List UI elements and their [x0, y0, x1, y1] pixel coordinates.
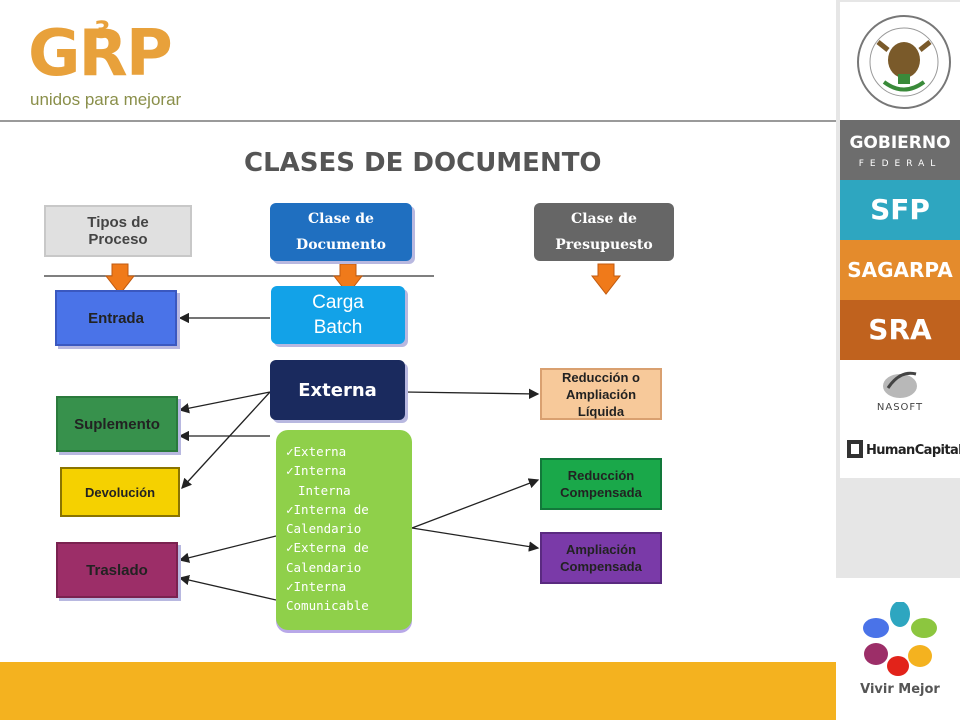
sagarpa-band: SAGARPA [840, 240, 960, 300]
check-icon: ✓ [286, 463, 294, 479]
connector-list-ampliacion-compensada [411, 527, 540, 552]
humancapital-logo-icon [847, 440, 863, 458]
humancapital-label: HumanCapital [866, 443, 960, 458]
clase-presupuesto-line2: Presupuesto [555, 237, 653, 253]
logo-rp: RP [78, 17, 173, 91]
connector-externa-suplemento [178, 391, 271, 414]
mexican-seal-icon [857, 15, 951, 109]
tipos-de-proceso-header: Tipos de Proceso [44, 205, 192, 257]
document-classes-list-box [276, 430, 412, 630]
nasoft-logo-icon [883, 371, 917, 398]
carga-line1: Carga [312, 292, 364, 313]
list-item: ✓Interna de [286, 500, 410, 519]
logo-tagline: unidos para mejorar [30, 90, 182, 109]
nasoft-label: NASOFT [876, 402, 924, 413]
devolucion-box: Devolución [60, 467, 180, 517]
logo-g: G [28, 17, 81, 91]
gobierno-label: GOBIERNO [849, 133, 951, 153]
clase-documento-line2: Documento [296, 237, 386, 253]
list-item-text: Interna [293, 463, 347, 479]
list-item: Comunicable [286, 596, 410, 615]
box-line: Compensada [560, 485, 642, 500]
box-line: Ampliación [565, 542, 637, 557]
list-item-text: Comunicable [286, 598, 369, 614]
list-item: Calendario [286, 519, 410, 538]
list-item: ✓Externa de [286, 538, 410, 557]
list-item-text: Interna [293, 579, 347, 595]
list-item-text: Calendario [286, 521, 362, 537]
list-item: ✓Interna [286, 461, 410, 480]
clase-documento-line1: Clase de [308, 211, 374, 227]
list-item-text: Interna [298, 482, 351, 498]
entrada-box: Entrada [55, 290, 177, 346]
box-line: Reducción [567, 468, 635, 483]
logo-superscript: 3 [94, 16, 111, 44]
box-line: Líquida [577, 403, 625, 419]
list-item: Interna [286, 481, 410, 500]
clase-presupuesto-line1: Clase de [571, 211, 637, 227]
connector-list-reduccion-compensada [411, 478, 540, 529]
check-icon: ✓ [286, 501, 294, 517]
check-icon: ✓ [286, 579, 294, 595]
connector-list-traslado-2 [178, 574, 277, 601]
logo-wordmark: GRP [28, 14, 173, 94]
carga-line2: Batch [313, 317, 363, 338]
clase-de-presupuesto-header: Clase de Presupuesto [534, 203, 674, 261]
footer-bar [0, 662, 836, 720]
slide-title: CLASES DE DOCUMENTO [244, 148, 602, 178]
suplemento-box: Suplemento [56, 396, 178, 452]
externa-box: Externa [270, 360, 405, 420]
gobierno-federal-band: GOBIERNO FEDERAL [840, 120, 960, 180]
connector-list-traslado [178, 535, 277, 563]
list-item-text: Interna de [293, 501, 369, 517]
sfp-band: SFP [840, 180, 960, 240]
g3rp-logo: GRP 3 unidos para mejorar [28, 14, 208, 114]
box-line: Ampliación [565, 386, 637, 402]
arrow-down-clase-presupuesto [590, 263, 622, 295]
list-item: ✓Externa [286, 442, 410, 461]
list-item: ✓Interna [286, 577, 410, 596]
tipos-de-proceso-label: Tipos de Proceso [87, 214, 149, 248]
arrow-down-tipos [104, 263, 136, 295]
list-item-text: Externa [293, 444, 347, 459]
document-classes-list: ✓Externa ✓Interna Interna ✓Interna de Ca… [286, 442, 410, 616]
header-divider [0, 120, 836, 122]
box-line: Compensada [560, 559, 642, 574]
federal-label: FEDERAL [858, 159, 942, 169]
traslado-box: Traslado [56, 542, 178, 598]
clase-de-documento-header: Clase de Documento [270, 203, 412, 261]
box-line: Reducción o [561, 369, 640, 385]
check-icon: ✓ [286, 444, 294, 459]
sra-band: SRA [840, 300, 960, 360]
arrow-down-clase-documento [332, 263, 364, 295]
diagram-connectors [44, 263, 622, 601]
connector-externa-reduccion [404, 388, 540, 400]
list-item: Calendario [286, 558, 410, 577]
list-item-text: Externa de [293, 540, 369, 556]
list-item-text: Calendario [286, 559, 362, 575]
vivir-mejor-flower-icon [863, 602, 937, 676]
check-icon: ✓ [286, 540, 294, 556]
vivir-mejor-label: Vivir Mejor [860, 682, 940, 697]
connector-externa-devolucion [181, 391, 271, 489]
